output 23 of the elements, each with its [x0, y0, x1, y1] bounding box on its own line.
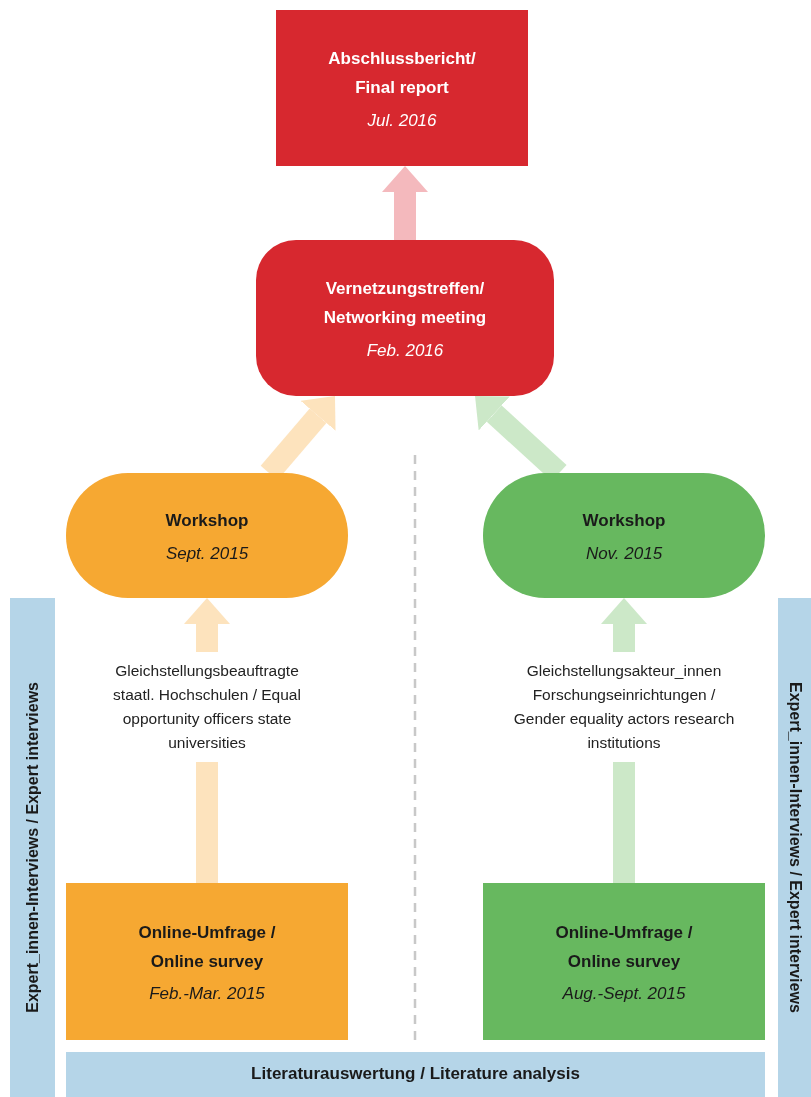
process-box: [276, 10, 528, 166]
node-title: Workshop: [582, 510, 666, 533]
node-title: Online-Umfrage / Online survey: [554, 921, 694, 973]
band-label: Expert_innen-Interviews / Expert interviews: [23, 682, 42, 1013]
process-box: [66, 883, 348, 1040]
rounded-box: [256, 240, 554, 396]
node-title: Online-Umfrage / Online survey: [137, 921, 277, 973]
node-title: Abschlussbericht/ Final report: [327, 48, 477, 99]
node-title: Literaturauswertung / Literature analysis: [251, 1063, 580, 1086]
node-date: Aug.-Sept. 2015: [562, 984, 686, 1005]
node-date: Feb.-Mar. 2015: [149, 984, 265, 1005]
process-box: [66, 1052, 765, 1097]
node-date: Sept. 2015: [165, 543, 249, 564]
node-title: Vernetzungstreffen/ Networking meeting: [322, 278, 488, 329]
arrow: [382, 166, 428, 240]
node-title: Workshop: [165, 510, 249, 533]
node-date: Nov. 2015: [585, 543, 663, 564]
band-label: Expert_innen-Interviews / Expert interviews: [785, 682, 804, 1013]
node-date: Feb. 2016: [366, 340, 444, 361]
side-band: [10, 598, 55, 1097]
node-date: Jul. 2016: [367, 110, 437, 131]
process-box: [483, 883, 765, 1040]
side-band: [778, 598, 811, 1097]
